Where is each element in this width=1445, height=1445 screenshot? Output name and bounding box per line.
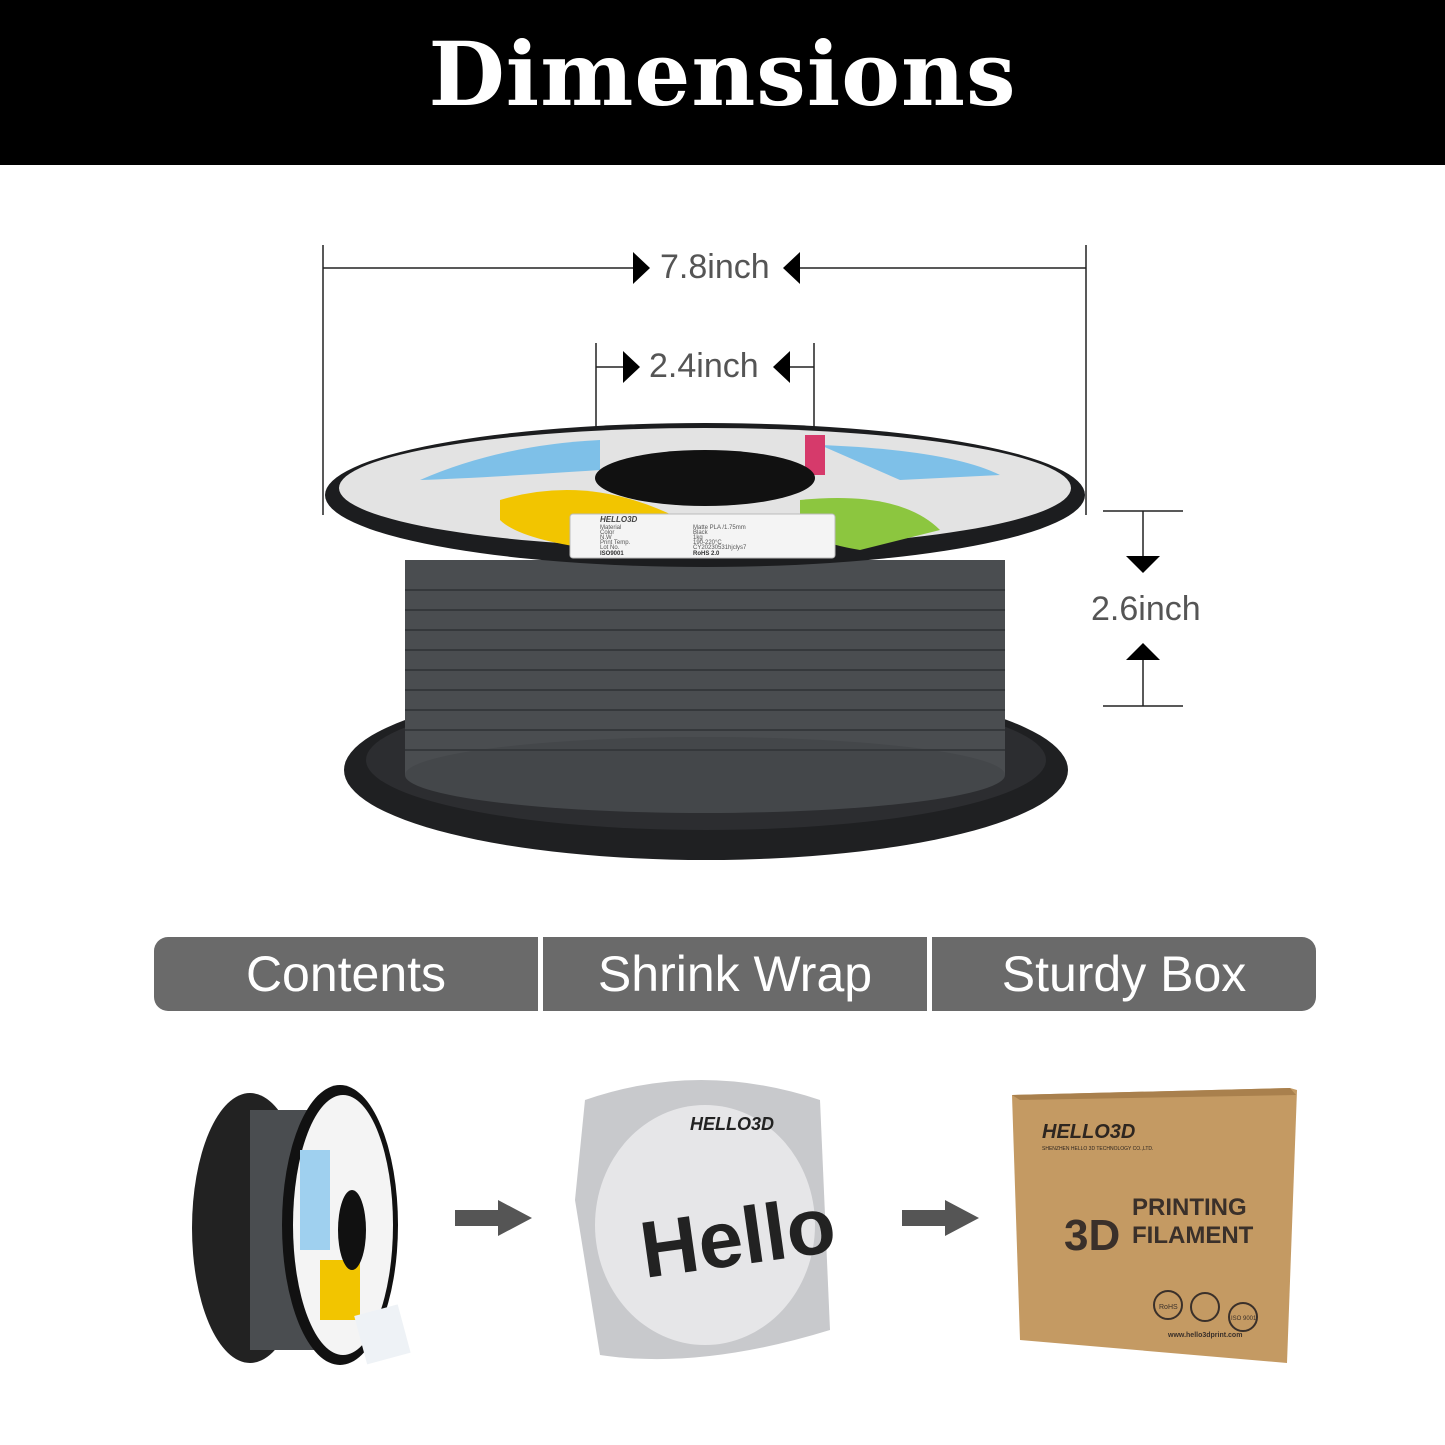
spool-image: HELLO3D Material Matte PLA /1.75mm Color… <box>325 423 1085 860</box>
width-marker <box>1103 510 1183 707</box>
box-line2: FILAMENT <box>1132 1222 1254 1249</box>
label-key: N.W <box>600 535 612 541</box>
tab-contents: Contents <box>245 946 447 1002</box>
contents-spool-image <box>192 1085 411 1365</box>
arrow-right-icon <box>633 252 650 284</box>
label-value: CY20230531hjclys7 <box>693 545 747 551</box>
label-key: ISO9001 <box>600 551 624 557</box>
box-url: www.hello3dprint.com <box>1167 1332 1242 1339</box>
tab-sturdy-box: Sturdy Box <box>1001 946 1247 1002</box>
label-key: Lot No. <box>600 545 620 551</box>
badge-label: RoHS <box>1159 1304 1178 1311</box>
sturdy-box-image: HELLO3D SHENZHEN HELLO 3D TECHNOLOGY CO.… <box>1012 1088 1297 1363</box>
iso-badge-icon <box>1228 1302 1258 1332</box>
shrink-wrap-image: Hello HELLO3D <box>575 1080 841 1360</box>
label-key: Color <box>600 530 614 536</box>
label-value: Black <box>693 530 709 536</box>
label-value: Matte PLA /1.75mm <box>693 525 746 531</box>
arrow-right-icon <box>902 1200 979 1236</box>
page-title: Dimensions <box>428 22 1017 126</box>
shrink-wrap-brand: HELLO3D <box>690 1114 774 1134</box>
width-label: 2.6inch <box>1091 590 1201 628</box>
label-key: Material <box>600 525 621 531</box>
packaging-tabs: Contents Shrink Wrap Sturdy Box <box>154 937 1316 1011</box>
quality-badge-icon <box>1190 1292 1220 1322</box>
label-key: Print Temp. <box>600 540 631 546</box>
box-line1: PRINTING <box>1132 1194 1247 1221</box>
arrow-down-icon <box>1126 556 1160 573</box>
arrow-left-icon <box>773 351 790 383</box>
arrow-left-icon <box>783 252 800 284</box>
badge-label: ISO 9001 <box>1231 1316 1257 1322</box>
label-value: 1kg <box>693 535 703 541</box>
box-brand: HELLO3D <box>1042 1121 1135 1143</box>
tab-shrink-wrap: Shrink Wrap <box>597 946 873 1002</box>
rohs-badge-icon <box>1153 1290 1183 1320</box>
outer-diameter-label: 7.8inch <box>660 248 770 286</box>
spool-label-brand: HELLO3D <box>600 515 638 524</box>
label-value: 190-220°C <box>693 540 722 546</box>
box-prefix: 3D <box>1064 1211 1120 1260</box>
divider <box>538 937 543 1011</box>
outer-diameter-marker <box>322 245 1087 515</box>
arrow-right-icon <box>455 1200 532 1236</box>
divider <box>927 937 932 1011</box>
box-company: SHENZHEN HELLO 3D TECHNOLOGY CO.,LTD. <box>1042 1146 1153 1152</box>
inner-diameter-label: 2.4inch <box>649 347 759 385</box>
arrow-right-icon <box>623 351 640 383</box>
header-bar: Dimensions <box>0 0 1445 165</box>
label-value: RoHS 2.0 <box>693 551 720 557</box>
arrow-up-icon <box>1126 643 1160 660</box>
